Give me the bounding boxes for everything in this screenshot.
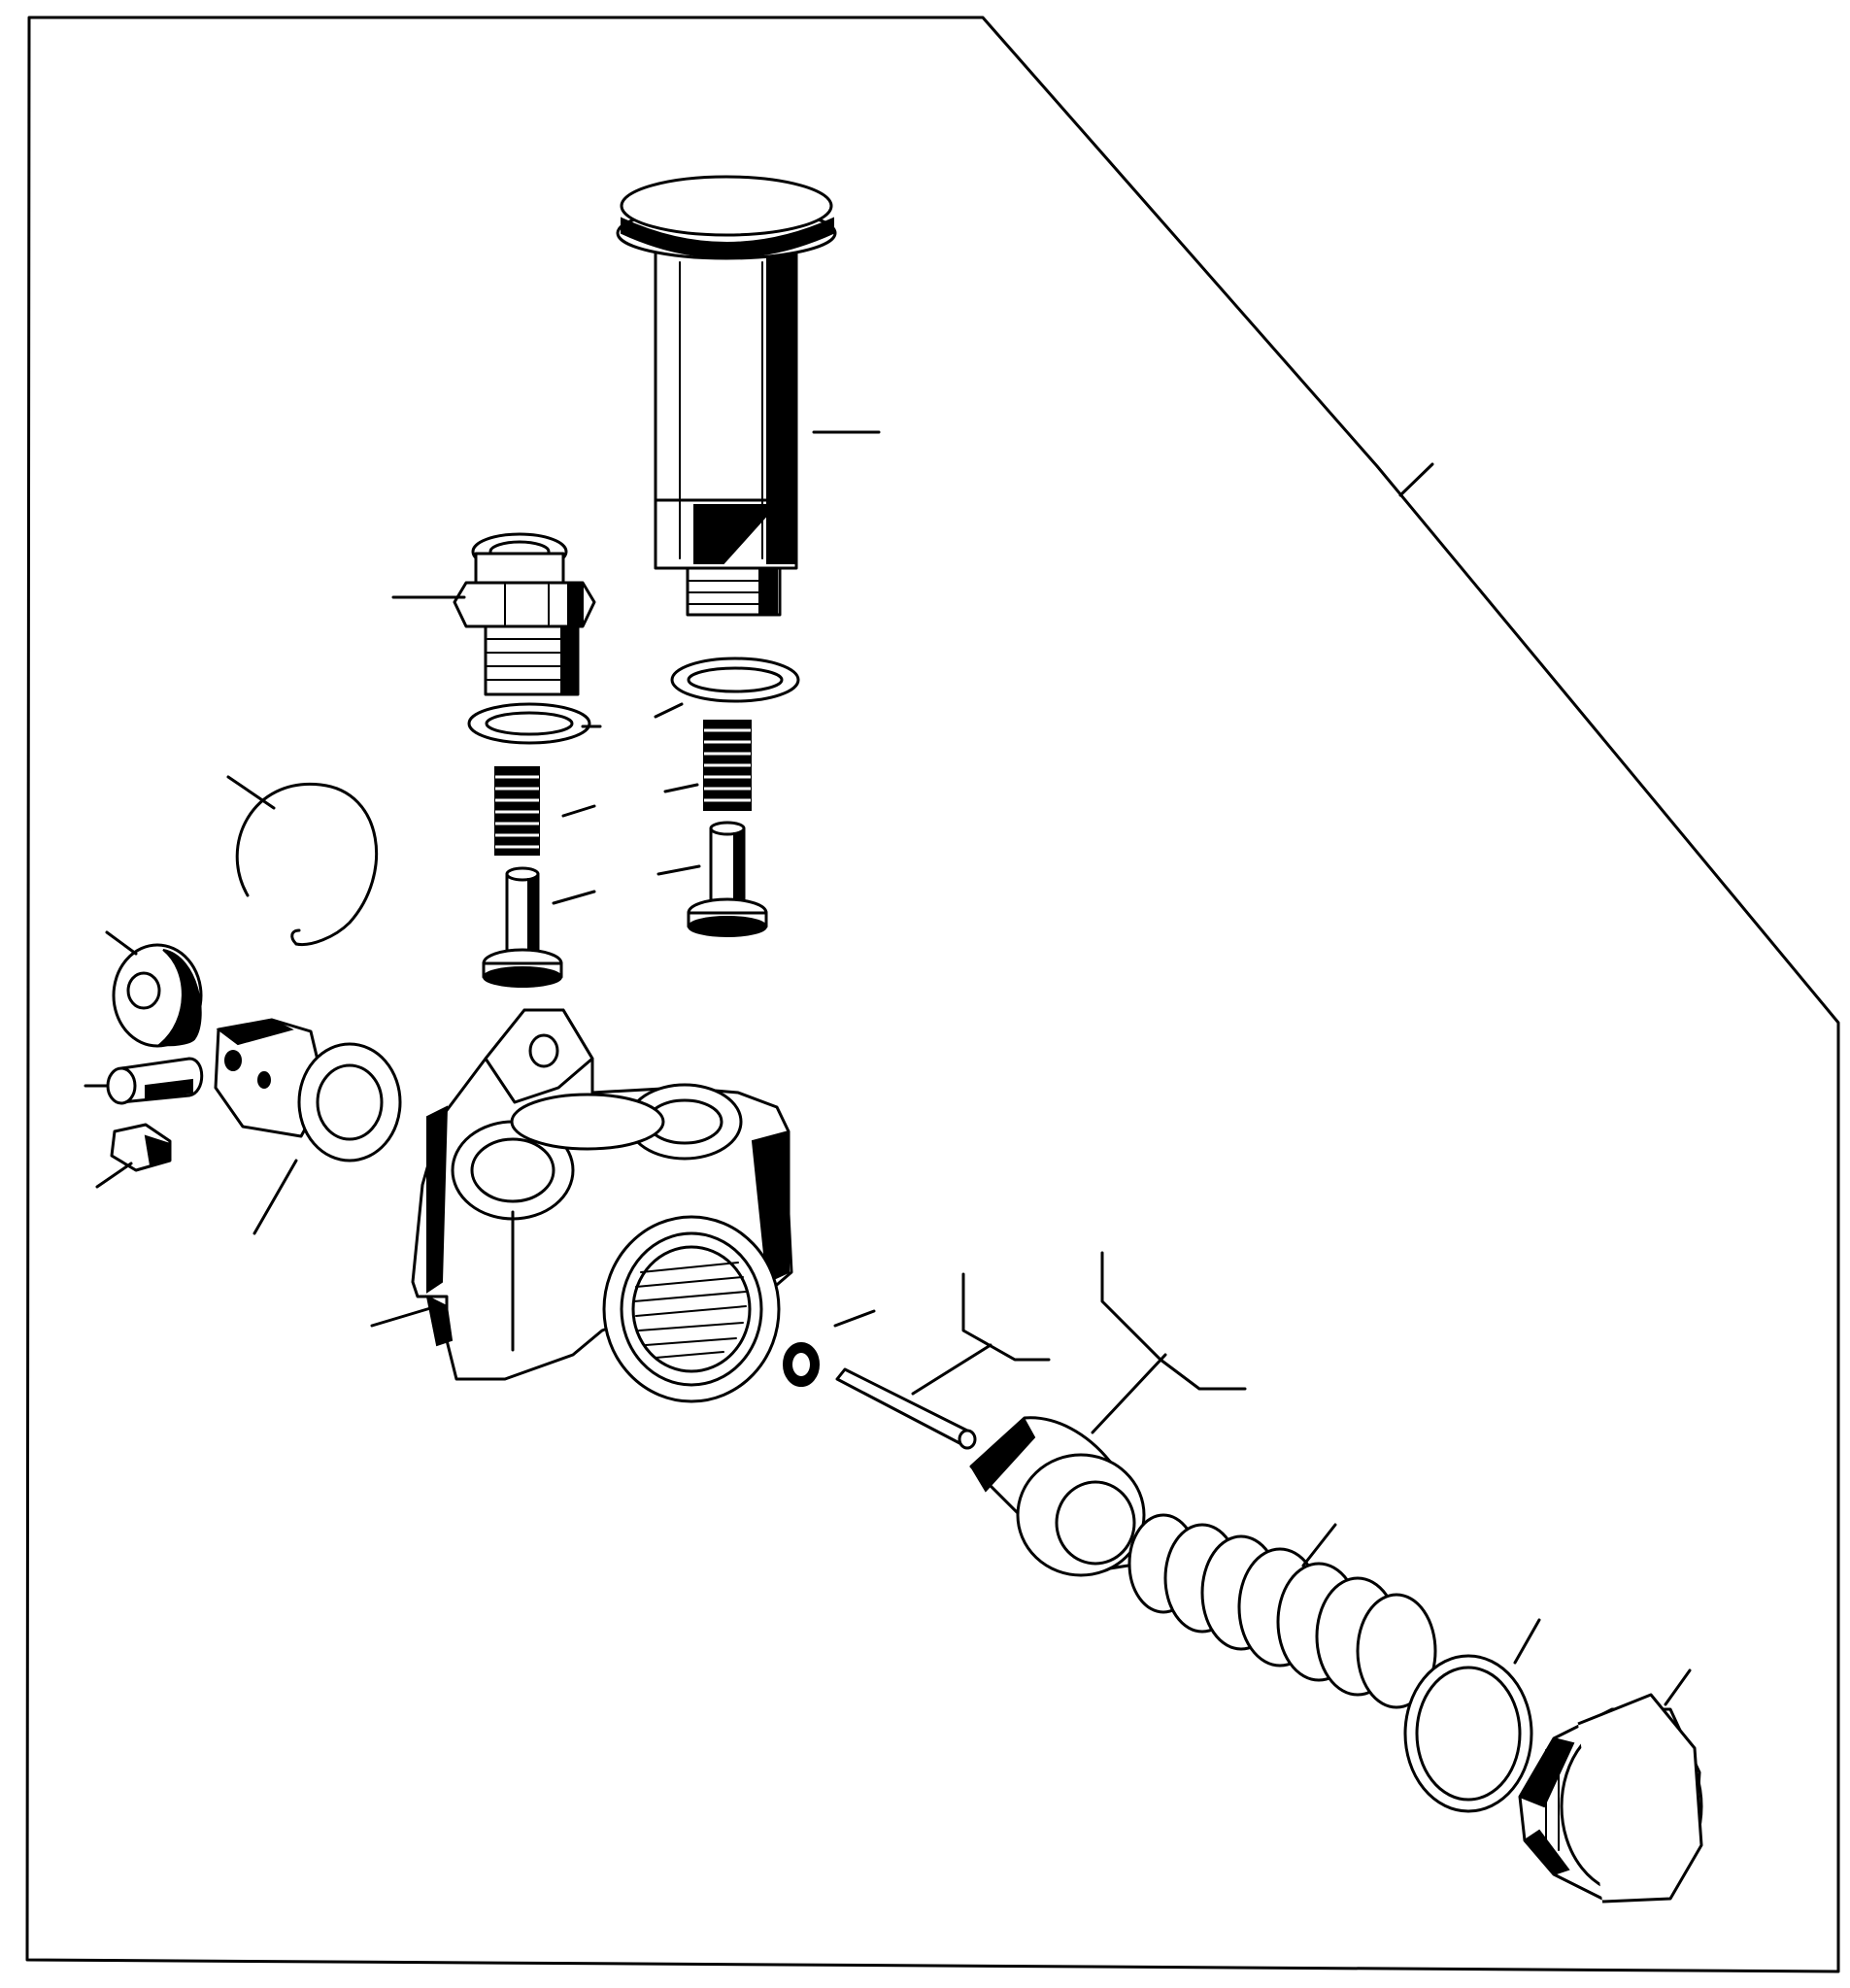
leader-line-housing (370, 1304, 439, 1328)
leader-line-o-ring (833, 1309, 876, 1328)
snap-ring (235, 782, 379, 947)
piston-spring (1127, 1513, 1437, 1709)
upper-seal-ring-right (670, 657, 800, 703)
valve-spring-left (494, 766, 540, 856)
leader-line-spring-right (663, 783, 699, 793)
leader-line-push-rod (961, 1272, 1051, 1362)
valve-left (482, 866, 563, 988)
valve-right (687, 821, 768, 937)
banjo-fitting (453, 532, 596, 696)
leader-line-piston-spring (1301, 1523, 1337, 1567)
plug-gasket (1403, 1654, 1533, 1813)
small-o-ring (783, 1342, 820, 1387)
leader-line-roller (105, 930, 138, 956)
leader-line-piston (1100, 1251, 1247, 1391)
diagram-frame (25, 16, 1840, 1973)
lock-block (110, 1123, 172, 1172)
leader-line-seal-right (654, 702, 684, 719)
leader-line-valve-left (552, 890, 596, 905)
leader-line-gasket (1513, 1618, 1541, 1665)
leader-line-valve-right (656, 864, 701, 876)
leader-line-lock-block (95, 1162, 133, 1189)
leader-line-snap-ring (226, 775, 276, 810)
piston (969, 1416, 1146, 1577)
hand-primer-pump (616, 175, 837, 617)
valve-spring-right (703, 720, 752, 811)
leader-line-hex-plug (1664, 1668, 1692, 1706)
upper-seal-ring-left (467, 702, 591, 745)
push-rod (835, 1367, 977, 1450)
hex-plug (1518, 1693, 1703, 1904)
leader-line-piston-tail (1091, 1353, 1167, 1434)
leader-line-push-rod-tail (911, 1343, 992, 1396)
leader-line-spring-left (561, 804, 596, 818)
roller-pin (106, 1057, 204, 1105)
leader-line-assembly (1398, 462, 1434, 497)
tappet (214, 1018, 402, 1162)
leader-line-tappet (252, 1159, 298, 1235)
roller (112, 943, 203, 1048)
pump-housing (411, 1008, 793, 1403)
